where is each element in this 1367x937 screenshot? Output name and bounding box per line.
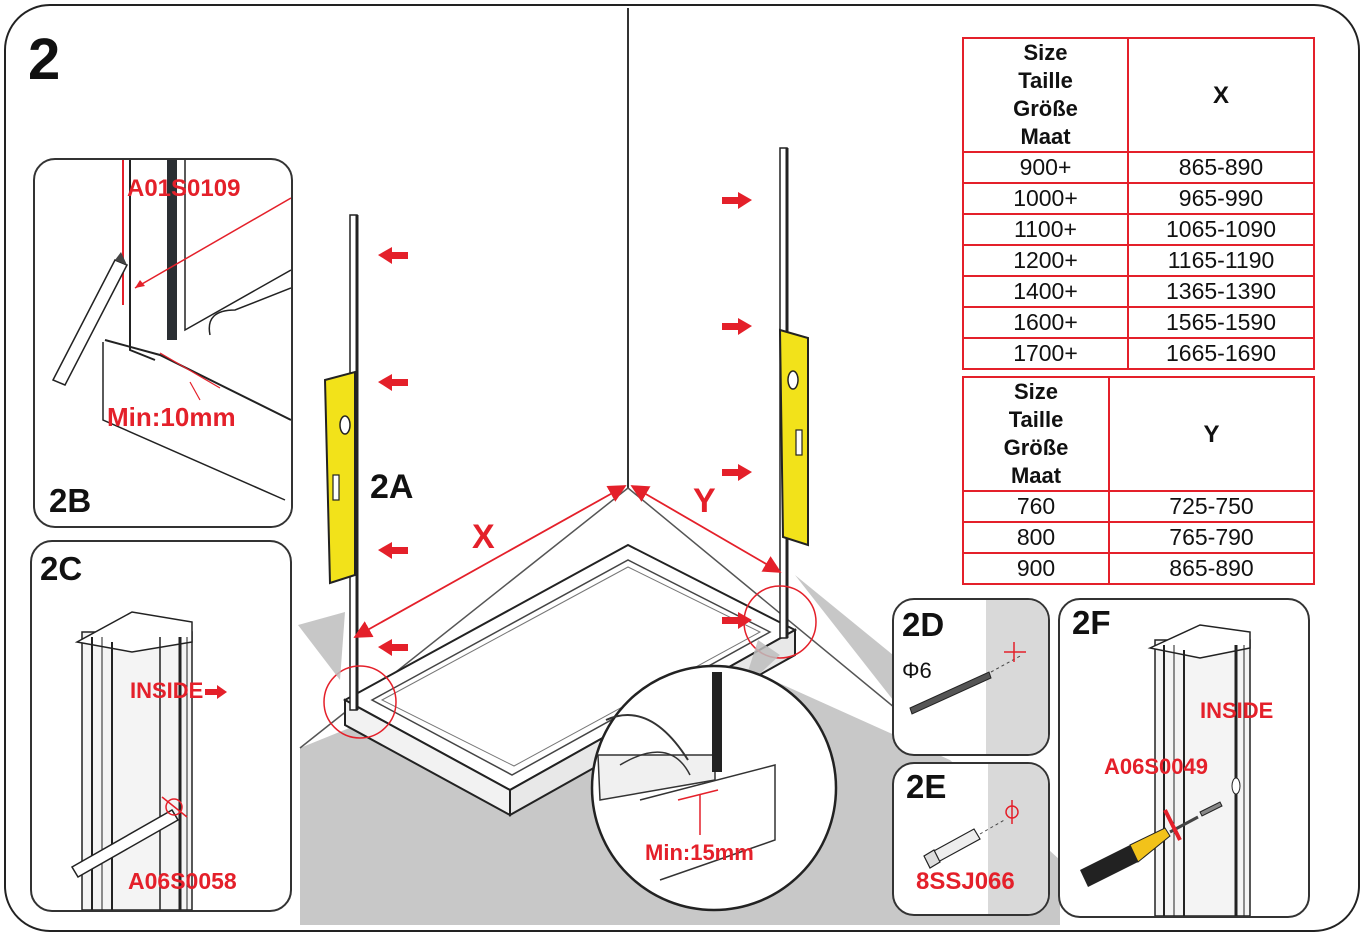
inside-label-2c: INSIDE	[130, 678, 204, 703]
wall-surface	[988, 764, 1048, 914]
detail-2b-illustration	[51, 160, 291, 526]
step-label-2e: 2E	[906, 768, 947, 805]
dimension-y-label: Y	[693, 482, 716, 520]
detail-panel-2d: 2D Φ6	[892, 598, 1050, 756]
zoom-circle-left	[323, 665, 397, 739]
step-label-2c: 2C	[40, 550, 83, 587]
detail-circle-min15: Min:15mm	[590, 664, 838, 912]
size-table-x: Size Taille Größe Maat X 900+865-890 100…	[962, 37, 1315, 370]
screw-part-label-2c: A06S0058	[128, 868, 237, 894]
spirit-level-right	[778, 328, 809, 547]
step-label-2b: 2B	[49, 482, 92, 519]
step-label-2d: 2D	[902, 606, 945, 643]
table-x-size-header: Size Taille Größe Maat	[962, 37, 1129, 153]
spirit-level-left	[323, 370, 356, 585]
table-row: 1600+1565-1590	[962, 306, 1315, 339]
table-row: 1100+1065-1090	[962, 213, 1315, 246]
detail-panel-2b: A01S0109 Min:10mm 2B	[33, 158, 293, 528]
detail-panel-2f: 2F INSIDE A06S0049	[1058, 598, 1310, 918]
detail-2c-illustration	[70, 611, 227, 910]
push-arrows-left	[378, 247, 408, 656]
table-row: 1700+1665-1690	[962, 337, 1315, 370]
plug-part-label: 8SSJ066	[916, 868, 1015, 895]
zoom-circle-right	[743, 585, 817, 659]
dimension-x-label: X	[472, 518, 495, 556]
dimension-y-line	[630, 485, 782, 573]
dimension-x-line	[353, 485, 627, 638]
table-row: 900+865-890	[962, 151, 1315, 184]
drill-bit-illustration	[909, 642, 1026, 715]
table-row: 1400+1365-1390	[962, 275, 1315, 308]
table-y-size-header: Size Taille Größe Maat	[962, 376, 1110, 492]
profile-part-label: A01S0109	[127, 175, 241, 202]
wall-plug-illustration	[923, 800, 1019, 869]
push-arrows-right	[722, 192, 752, 629]
wall-surface	[986, 600, 1048, 754]
drill-size-label: Φ6	[902, 658, 932, 683]
step-label-2a: 2A	[370, 468, 413, 506]
inside-label-2f: INSIDE	[1200, 698, 1274, 723]
step-number: 2	[28, 27, 61, 92]
table-row: 1200+1165-1190	[962, 244, 1315, 277]
step-label-2f: 2F	[1072, 604, 1111, 641]
detail-panel-2e: 2E 8SSJ066	[892, 762, 1050, 916]
min-10-label: Min:10mm	[107, 402, 236, 432]
min-15-label: Min:15mm	[645, 840, 754, 865]
detail-panel-2c: 2C INSIDE A06S0058	[30, 540, 292, 912]
detail-2f-illustration	[1080, 624, 1251, 916]
table-x-value-header: X	[1127, 37, 1315, 153]
table-row: 1000+965-990	[962, 182, 1315, 215]
screw-part-label-2f: A06S0049	[1104, 754, 1208, 779]
table-y-value-header: Y	[1108, 376, 1315, 492]
